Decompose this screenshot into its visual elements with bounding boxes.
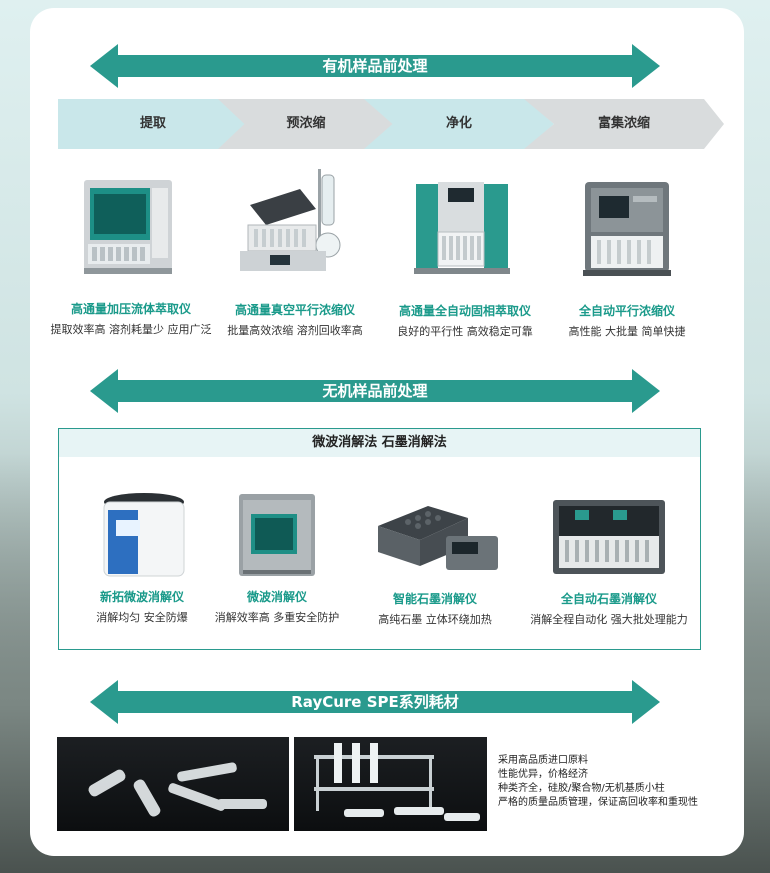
product-vacuum-parallel-concentrator[interactable]: 高通量真空平行浓缩仪 批量高效浓缩 溶剂回收率高	[210, 165, 380, 338]
product-desc: 批量高效浓缩 溶剂回收率高	[227, 324, 363, 337]
product-desc: 消解全程自动化 强大批处理能力	[530, 613, 688, 626]
arrow-left-icon	[90, 680, 118, 724]
consumables-section-arrow: RayCure SPE系列耗材	[90, 680, 660, 724]
product-name: 微波消解仪	[246, 590, 307, 604]
product-desc: 提取效率高 溶剂耗量少 应用广泛	[50, 323, 212, 336]
arrow-right-icon	[632, 369, 660, 413]
product-name: 高通量全自动固相萃取仪	[398, 304, 531, 318]
step-purify: 净化	[364, 99, 554, 149]
instrument-image	[579, 178, 675, 280]
arrow-right-icon	[632, 680, 660, 724]
product-desc: 良好的平行性 高效稳定可靠	[397, 325, 533, 338]
product-name: 新拓微波消解仪	[99, 590, 184, 604]
feature-line: 种类齐全，硅胶/聚合物/无机基质小柱	[498, 783, 665, 794]
product-smart-graphite-digester[interactable]: 智能石墨消解仪 高纯石墨 立体环绕加热	[362, 496, 508, 627]
product-xintuo-microwave-digester[interactable]: 新拓微波消解仪 消解均匀 安全防爆	[78, 490, 206, 625]
instrument-image	[76, 172, 186, 280]
product-name: 全自动平行浓缩仪	[578, 304, 675, 318]
feature-line: 采用高品质进口原料	[498, 755, 588, 766]
product-name: 智能石墨消解仪	[392, 592, 477, 606]
spe-manifold-photo	[294, 737, 487, 831]
instrument-image	[94, 490, 190, 580]
organic-section-title: 有机样品前处理	[322, 57, 428, 75]
spe-cartridges-photo-1	[57, 737, 289, 831]
product-name: 全自动石墨消解仪	[560, 592, 657, 606]
instrument-image	[235, 490, 319, 580]
product-desc: 高性能 大批量 简单快捷	[568, 325, 686, 338]
feature-line: 性能优异，价格经济	[498, 769, 588, 780]
product-microwave-digester[interactable]: 微波消解仪 消解效率高 多重安全防护	[210, 490, 344, 625]
organic-section-arrow: 有机样品前处理	[90, 44, 660, 88]
product-automatic-graphite-digester[interactable]: 全自动石墨消解仪 消解全程自动化 强大批处理能力	[528, 496, 690, 627]
consumables-section-title: RayCure SPE系列耗材	[291, 693, 459, 711]
process-steps: 提取 预浓缩 净化 富集浓缩	[58, 99, 724, 149]
product-name: 高通量真空平行浓缩仪	[234, 303, 355, 317]
feature-line: 严格的质量品质管理，保证高回收率和重现性	[498, 797, 698, 808]
product-pressurized-fluid-extractor[interactable]: 高通量加压流体萃取仪 提取效率高 溶剂耗量少 应用广泛	[46, 172, 216, 337]
product-name: 高通量加压流体萃取仪	[70, 302, 191, 316]
arrow-left-icon	[90, 44, 118, 88]
step-enrich-concentrate: 富集浓缩	[524, 99, 724, 149]
product-automatic-parallel-concentrator[interactable]: 全自动平行浓缩仪 高性能 大批量 简单快捷	[556, 178, 698, 339]
product-desc: 高纯石墨 立体环绕加热	[378, 613, 492, 626]
consumables-features: 采用高品质进口原料 性能优异，价格经济 种类齐全，硅胶/聚合物/无机基质小柱 严…	[498, 754, 698, 810]
inorganic-section-arrow: 无机样品前处理	[90, 369, 660, 413]
product-automatic-spe-extractor[interactable]: 高通量全自动固相萃取仪 良好的平行性 高效稳定可靠	[384, 178, 546, 339]
arrow-right-icon	[632, 44, 660, 88]
step-extract: 提取	[58, 99, 248, 149]
step-preconcentrate: 预浓缩	[218, 99, 394, 149]
arrow-left-icon	[90, 369, 118, 413]
inorganic-section-title: 无机样品前处理	[322, 382, 428, 400]
instrument-image	[230, 165, 360, 280]
instrument-image	[368, 496, 502, 580]
product-desc: 消解效率高 多重安全防护	[214, 611, 340, 624]
product-desc: 消解均匀 安全防爆	[96, 611, 188, 624]
instrument-image	[549, 496, 669, 580]
methods-header: 微波消解法 石墨消解法	[59, 429, 700, 457]
instrument-image	[410, 178, 520, 280]
